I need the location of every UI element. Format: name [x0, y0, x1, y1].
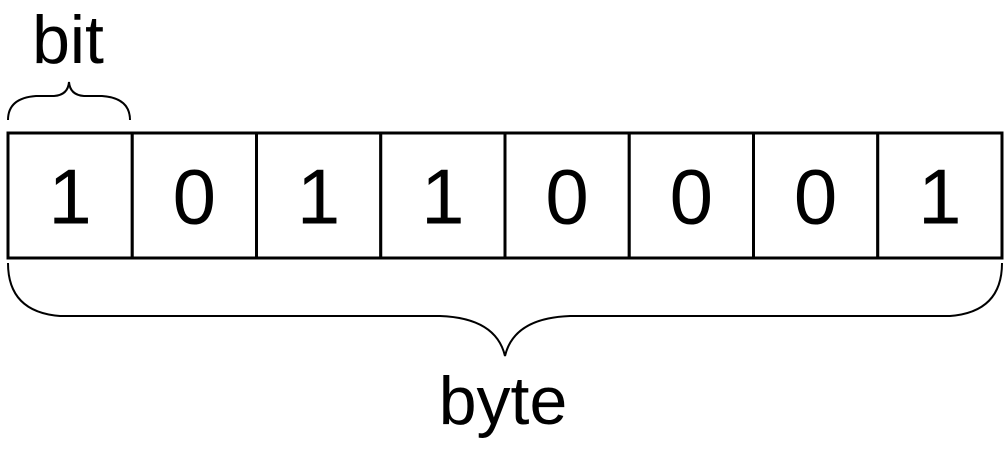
bit-value: 0: [670, 153, 713, 241]
bit-value: 1: [421, 153, 464, 241]
bit-cell: [255, 131, 383, 260]
bit-value: 0: [173, 153, 216, 241]
bit-value: 1: [918, 153, 961, 241]
bit-cell: [503, 131, 631, 260]
bit-cell: [6, 131, 134, 260]
bit-value: 0: [794, 153, 837, 241]
bit-cell: [876, 131, 1004, 260]
bit-cell: [130, 131, 258, 260]
byte-brace: [7, 262, 1003, 357]
bit-value: 1: [48, 153, 91, 241]
bit-value: 1: [297, 153, 340, 241]
bit-label: bit: [32, 2, 104, 78]
bit-cell: [627, 131, 755, 260]
bit-cell: [752, 131, 880, 260]
byte-label: byte: [439, 363, 568, 439]
bit-brace: [7, 81, 131, 121]
bit-value: 0: [545, 153, 588, 241]
